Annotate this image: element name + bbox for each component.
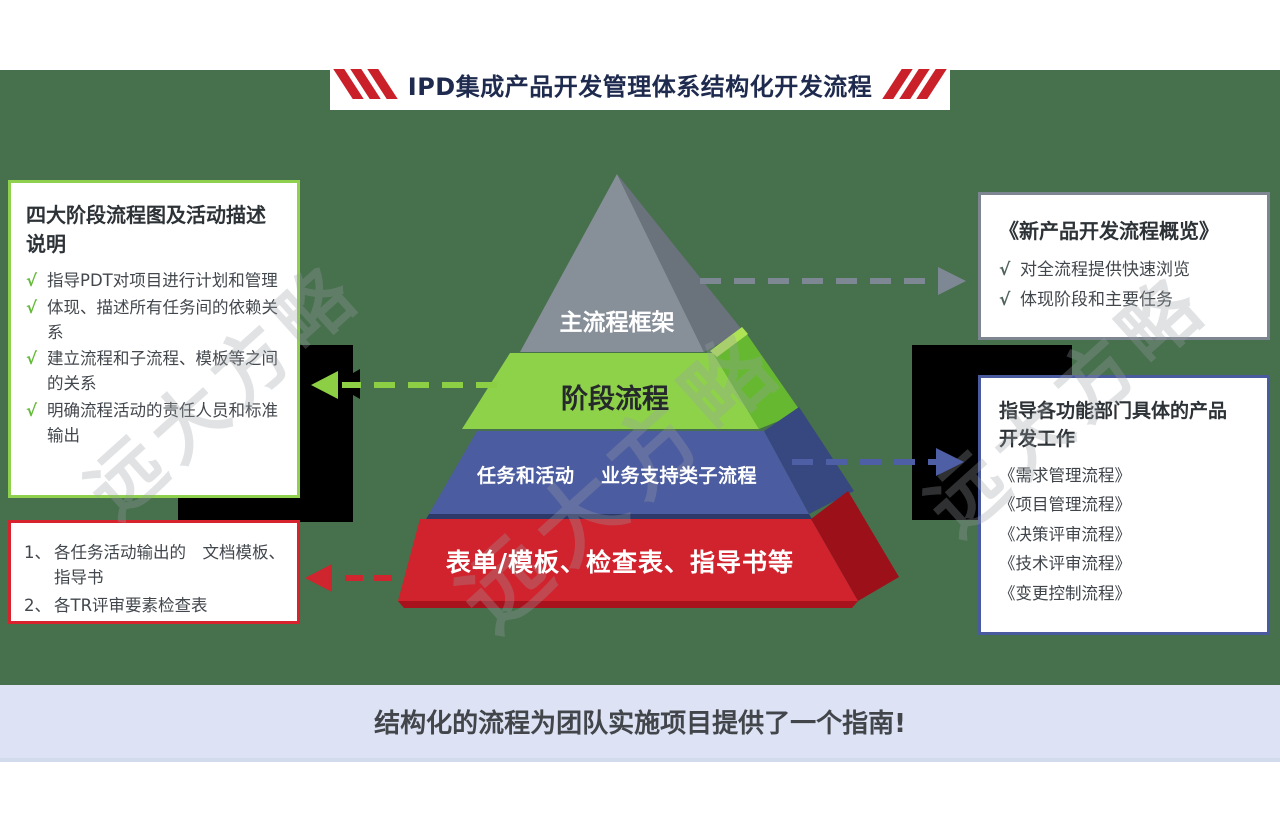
title-slash-left-icon bbox=[333, 69, 398, 99]
box-title: 四大阶段流程图及活动描述 说明 bbox=[26, 203, 266, 256]
list-item: √ 体现阶段和主要任务 bbox=[999, 286, 1259, 316]
check-icon: √ bbox=[26, 271, 38, 290]
pyramid-layer2-label: 阶段流程 bbox=[561, 384, 669, 415]
four-stage-flowchart-box: 四大阶段流程图及活动描述 说明 √ 指导PDT对项目进行计划和管理 √ 体现、描… bbox=[8, 180, 300, 498]
check-icon: √ bbox=[26, 349, 38, 369]
npd-process-overview-box: 《新产品开发流程概览》 √ 对全流程提供快速浏览 √ 体现阶段和主要任务 bbox=[978, 192, 1270, 340]
list-item: 2、 各TR评审要素检查表 bbox=[24, 595, 208, 615]
pyramid-layer1-label: 主流程框架 bbox=[559, 310, 675, 336]
check-icon: √ bbox=[26, 400, 38, 420]
pyramid-layer3-label: 任务和活动 业务支持类子流程 bbox=[476, 465, 758, 487]
list-item: 1、 各任务活动输出的 文档模板、 指导书 bbox=[24, 543, 285, 587]
list-item: 《需求管理流程》 bbox=[999, 466, 1131, 486]
list-item: √ 建立流程和子流程、模板等之间的关系 bbox=[26, 347, 289, 397]
footer-text: 结构化的流程为团队实施项目提供了一个指南! bbox=[374, 709, 906, 739]
page-title: IPD集成产品开发管理体系结构化开发流程 bbox=[407, 72, 873, 101]
list-item: √ 对全流程提供快速浏览 bbox=[999, 256, 1259, 286]
check-icon: √ bbox=[999, 289, 1011, 310]
box-title: 《新产品开发流程概览》 bbox=[999, 219, 1219, 243]
pyramid-layer4-label: 表单/模板、检查表、指导书等 bbox=[445, 548, 795, 577]
box-title: 指导各功能部门具体的产品 开发工作 bbox=[999, 400, 1228, 450]
list-item: √ 体现、描述所有任务间的依赖关系 bbox=[26, 296, 289, 346]
footer-strip bbox=[0, 758, 1280, 762]
list-item: 《技术评审流程》 bbox=[999, 554, 1131, 574]
list-item: 《变更控制流程》 bbox=[999, 583, 1131, 603]
check-icon: √ bbox=[26, 297, 38, 317]
templates-checklists-box: 1、 各任务活动输出的 文档模板、 指导书 2、 各TR评审要素检查表 bbox=[8, 520, 300, 624]
title-banner: IPD集成产品开发管理体系结构化开发流程 bbox=[330, 58, 950, 110]
title-slash-right-icon bbox=[882, 69, 947, 99]
list-item: √ 指导PDT对项目进行计划和管理 bbox=[26, 269, 289, 294]
functional-dept-guide-box: 指导各功能部门具体的产品 开发工作 《需求管理流程》 《项目管理流程》 《决策评… bbox=[978, 375, 1270, 635]
list-item: 《项目管理流程》 bbox=[999, 495, 1131, 515]
check-icon: √ bbox=[999, 260, 1011, 280]
list-item: 《决策评审流程》 bbox=[999, 524, 1131, 544]
footer-bar: 结构化的流程为团队实施项目提供了一个指南! bbox=[0, 685, 1280, 758]
list-item: √ 明确流程活动的责任人员和标准输出 bbox=[26, 399, 289, 449]
